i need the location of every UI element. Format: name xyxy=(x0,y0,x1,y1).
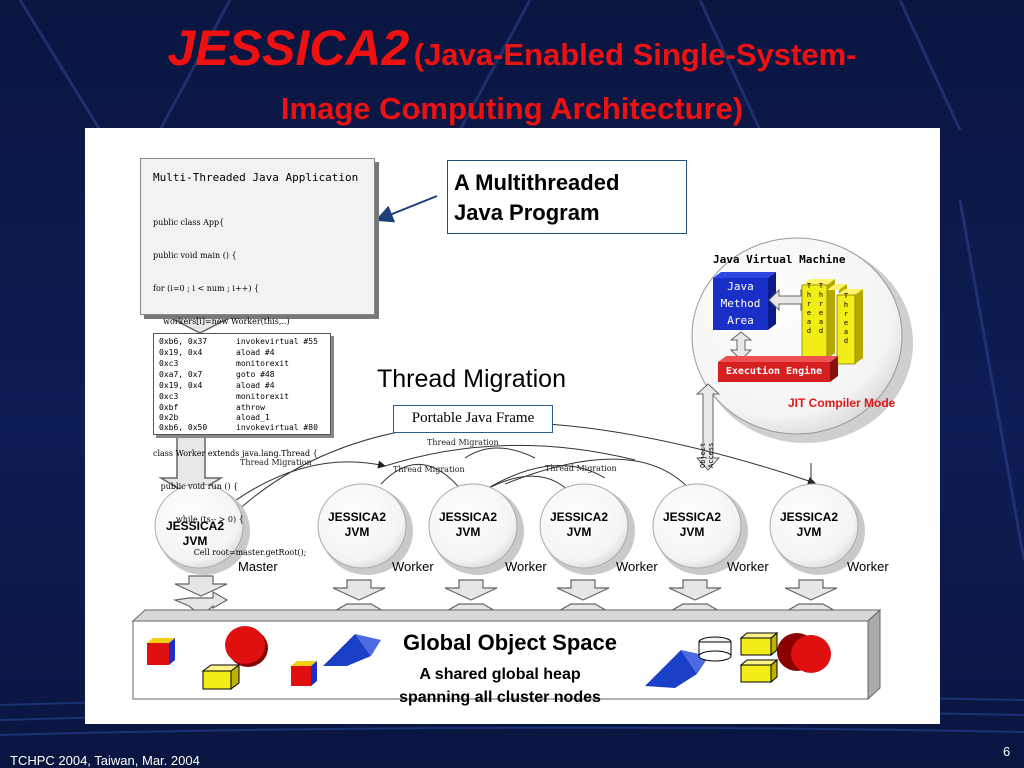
jvm-spheres xyxy=(154,483,865,575)
migration-label: Thread Migration xyxy=(545,464,617,473)
jvm-label-line2: JVM xyxy=(455,525,481,539)
callout-arrow xyxy=(375,195,438,223)
code-panel-title: Multi-Threaded Java Application xyxy=(153,171,359,184)
callout-text: A Multithreaded Java Program xyxy=(454,168,684,228)
jvm-label-worker: JESSICA2 JVM xyxy=(317,510,397,540)
title-subtitle-line2: Image Computing Architecture) xyxy=(280,91,744,126)
role-worker: Worker xyxy=(392,559,434,574)
bytecode-instr: aload #4 xyxy=(236,381,275,390)
bytecode-addr: 0xc3 xyxy=(159,392,179,401)
object-access-arrow xyxy=(695,383,721,471)
jvm-label-worker: JESSICA2 JVM xyxy=(428,510,508,540)
jvm-label-master: JESSICA2 JVM xyxy=(155,519,235,549)
jvm-label-worker: JESSICA2 JVM xyxy=(539,510,619,540)
method-area-top xyxy=(713,272,776,278)
bytecode-instr: monitorexit xyxy=(236,392,289,401)
bytecode-addr: 0xc3 xyxy=(159,359,179,368)
role-worker: Worker xyxy=(847,559,889,574)
slide-number: 6 xyxy=(1003,744,1011,759)
callout-line1: A Multithreaded xyxy=(454,170,620,195)
gos-subtitle: A shared global heap spanning all cluste… xyxy=(335,663,665,709)
code-line: while (ts-- > 0) { xyxy=(153,515,244,524)
jvm-label-worker: JESSICA2 JVM xyxy=(769,510,849,540)
code-panel: Multi-Threaded Java Application public c… xyxy=(140,158,375,557)
jvm-label-line1: JESSICA2 xyxy=(327,510,387,524)
portable-java-frame-label: Portable Java Frame xyxy=(411,410,535,426)
jvm-label-line1: JESSICA2 xyxy=(549,510,609,524)
jvm-label-line2: JVM xyxy=(182,534,208,548)
jvm-label-line2: JVM xyxy=(344,525,370,539)
object-access-label: Object Access xyxy=(699,442,715,468)
architecture-diagram: Multi-Threaded Java Application public c… xyxy=(85,128,940,724)
jvm-label-line1: JESSICA2 xyxy=(662,510,722,524)
bytecode-addr: 0xbf xyxy=(159,403,179,412)
migration-label: Thread Migration xyxy=(240,458,312,467)
code-line: Cell root=master.getRoot(); xyxy=(153,548,307,557)
gos-title: Global Object Space xyxy=(403,630,617,655)
jvm-label-line2: JVM xyxy=(796,525,822,539)
exec-engine-side xyxy=(830,356,838,382)
callout-line2: Java Program xyxy=(454,200,600,225)
gos-objects xyxy=(147,626,831,690)
method-area-line: Area xyxy=(727,314,754,327)
bytecode-panel: 0xb6, 0x37 invokevirtual #55 0x19, 0x4 a… xyxy=(153,333,331,435)
migration-label: Thread Migration xyxy=(393,465,465,474)
bytecode-addr: 0xa7, 0x7 xyxy=(159,370,203,379)
thread-migration-heading: Thread Migration xyxy=(377,365,566,393)
code-line: class Worker extends java.lang.Thread { xyxy=(153,449,318,458)
bytecode-instr: goto #48 xyxy=(236,370,275,379)
bytecode-addr: 0x19, 0x4 xyxy=(159,348,203,357)
jvm-label-line1: JESSICA2 xyxy=(779,510,839,524)
slide-title: JESSICA2 (Java-Enabled Single-System- Im… xyxy=(0,18,1024,127)
code-line: workers[i]=new Worker(this,..) xyxy=(153,317,290,326)
java-method-area: Java Method Area xyxy=(713,278,768,330)
bytecode-instr: monitorexit xyxy=(236,359,289,368)
gos-subtitle-line2: spanning all cluster nodes xyxy=(399,689,601,706)
bytecode-instr: athrow xyxy=(236,403,265,412)
gos-box-side xyxy=(867,608,881,701)
gos-box-top xyxy=(131,609,882,622)
role-master: Master xyxy=(238,559,278,574)
bytecode-instr: aload_1 xyxy=(236,413,270,422)
migration-label: Thread Migration xyxy=(427,438,499,447)
title-main: JESSICA2 xyxy=(167,20,410,76)
bytecode-instr: invokevirtual #80 xyxy=(236,423,318,432)
jvm-detail-title: Java Virtual Machine xyxy=(713,253,846,266)
method-area-line: Java xyxy=(727,280,754,293)
code-line: public void main () { xyxy=(153,251,237,260)
code-line: public void run () { xyxy=(153,482,239,491)
exec-engine-top xyxy=(718,356,838,362)
execution-engine: Execution Engine xyxy=(718,362,830,382)
jvm-label-line1: JESSICA2 xyxy=(165,519,225,533)
jit-compiler-label: JIT Compiler Mode xyxy=(788,396,896,410)
footer-text: TCHPC 2004, Taiwan, Mar. 2004 xyxy=(10,753,200,768)
bytecode-addr: 0x19, 0x4 xyxy=(159,381,203,390)
portable-java-frame-box xyxy=(393,405,553,433)
bytecode-addr: 0xb6, 0x50 xyxy=(159,423,208,432)
bytecode-instr: aload #4 xyxy=(236,348,275,357)
jvm-label-line2: JVM xyxy=(679,525,705,539)
role-worker: Worker xyxy=(616,559,658,574)
callout-box xyxy=(447,160,687,234)
title-subtitle-line1: (Java-Enabled Single-System- xyxy=(413,37,857,72)
method-area-line: Method xyxy=(720,297,761,310)
jvm-label-line1: JESSICA2 xyxy=(438,510,498,524)
jvm-label-line2: JVM xyxy=(566,525,592,539)
code-line: public class App{ xyxy=(153,218,225,227)
jvm-label-worker: JESSICA2 JVM xyxy=(652,510,732,540)
gos-subtitle-line1: A shared global heap xyxy=(419,666,581,683)
thread-bars xyxy=(801,279,863,365)
role-worker: Worker xyxy=(505,559,547,574)
bytecode-instr: invokevirtual #55 xyxy=(236,337,318,346)
role-worker: Worker xyxy=(727,559,769,574)
code-line: for (i=0 ; i < num ; i++) { xyxy=(153,284,260,293)
bytecode-addr: 0xb6, 0x37 xyxy=(159,337,208,346)
bytecode-addr: 0x2b xyxy=(159,413,179,422)
